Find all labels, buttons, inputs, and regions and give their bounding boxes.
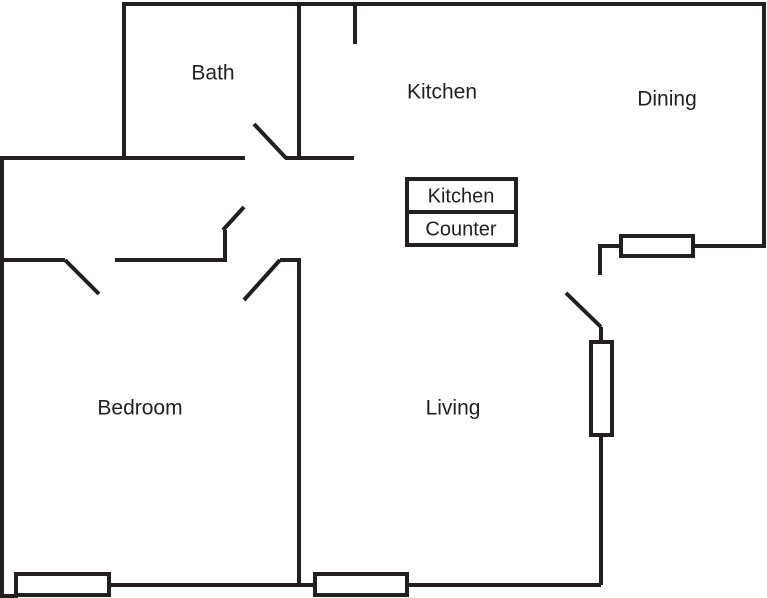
- room-labels: Bath Kitchen Dining Bedroom Living: [97, 62, 696, 420]
- bedroom-door-left: [63, 258, 101, 296]
- entry-door: [564, 291, 603, 329]
- closet-door: [221, 205, 246, 232]
- window-living-bottom: [313, 572, 409, 597]
- room-label-bath: Bath: [191, 62, 234, 85]
- wall-hall-top: [0, 156, 245, 598]
- room-label-bedroom: Bedroom: [97, 397, 182, 420]
- room-label-kitchen: Kitchen: [407, 81, 477, 104]
- window-dining: [619, 234, 695, 258]
- wall-closet: [115, 230, 227, 262]
- windows: [14, 234, 695, 597]
- bedroom-door-right: [242, 258, 282, 302]
- window-living-right: [589, 340, 614, 437]
- window-bedroom-bottom: [14, 572, 111, 597]
- wall-bath-outer: [122, 2, 299, 158]
- bath-door: [252, 122, 288, 160]
- counter-label-line2: Counter: [425, 218, 496, 240]
- kitchen-counter: Kitchen Counter: [405, 177, 518, 247]
- wall-bedroom-living: [280, 258, 301, 585]
- wall-dining-stub: [598, 244, 622, 275]
- counter-label-line1: Kitchen: [428, 185, 495, 207]
- room-label-living: Living: [426, 397, 481, 420]
- doors: [63, 122, 603, 342]
- room-label-dining: Dining: [637, 88, 697, 111]
- wall-top-right: [299, 2, 766, 248]
